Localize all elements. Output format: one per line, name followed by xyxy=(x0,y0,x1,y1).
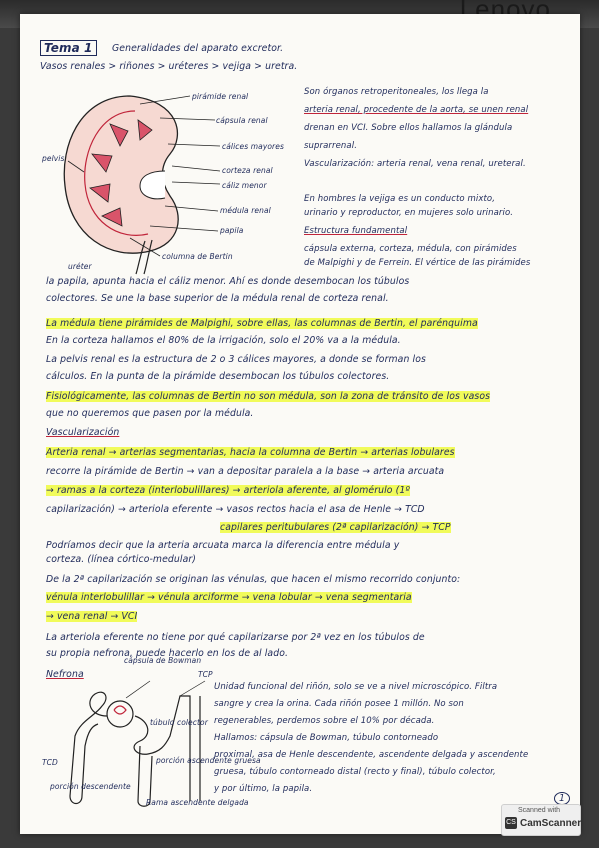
vasc-line-1: Arteria renal → arterias segmentarias, h… xyxy=(46,447,455,458)
vasc-line-2: recorre la pirámide de Bertin → van a de… xyxy=(46,466,445,477)
para2-line-2: En la corteza hallamos el 80% de la irri… xyxy=(46,335,401,346)
nefrona-line-7: y por último, la papila. xyxy=(214,784,313,794)
para4-line-2: su propia nefrona, puede hacerlo en los … xyxy=(46,648,289,659)
label-capsula: cápsula renal xyxy=(216,116,268,125)
nefrona-line-1: Unidad funcional del riñón, solo se ve a… xyxy=(214,682,498,692)
vasc-line-3: → ramas a la corteza (interlobulillares)… xyxy=(46,485,410,496)
nefrona-title: Nefrona xyxy=(46,669,84,680)
scanner-line-1: Scanned with xyxy=(518,807,561,814)
label-corteza: corteza renal xyxy=(222,166,273,175)
vasc-line-5: capilares peritubulares (2ª capilarizaci… xyxy=(220,522,451,533)
para2-line-1: La médula tiene pirámides de Malpighi, s… xyxy=(46,318,478,329)
vasc-line-7: corteza. (línea córtico-medular) xyxy=(46,554,197,565)
estructura-line-1: cápsula externa, corteza, médula, con pi… xyxy=(304,244,517,254)
notebook-page: Tema 1 Generalidades del aparato excreto… xyxy=(20,14,580,834)
hombres-line-1: En hombres la vejiga es un conducto mixt… xyxy=(304,194,496,204)
para1-line-1: la papila, apunta hacia el cáliz menor. … xyxy=(46,276,410,287)
kidney-diagram xyxy=(63,95,221,275)
para2-line-4: cálculos. En la punta de la pirámide des… xyxy=(46,371,390,382)
nefrona-line-2: sangre y crea la orina. Cada riñón posee… xyxy=(214,699,464,709)
vasc-line-4: capilarización) → arteriola eferente → v… xyxy=(46,504,425,515)
para4-line-1: La arteriola eferente no tiene por qué c… xyxy=(46,632,425,643)
nephron-label-capsula: cápsula de Bowman xyxy=(124,656,202,665)
para3-line-1: Fisiológicamente, las columnas de Bertin… xyxy=(46,391,491,402)
label-pelvis: pelvis xyxy=(42,154,65,163)
label-ureter: uréter xyxy=(68,262,92,271)
intro-line-1: Son órganos retroperitoneales, los llega… xyxy=(304,87,489,97)
label-papila: papila xyxy=(220,226,244,235)
nephron-label-tcp: TCP xyxy=(198,670,213,679)
intro-line-5: Vascularización: arteria renal, vena ren… xyxy=(304,159,526,169)
nephron-label-porcion-desc: porción descendente xyxy=(50,782,131,791)
label-columna: columna de Bertin xyxy=(162,252,233,261)
nefrona-line-6: gruesa, túbulo contorneado distal (recto… xyxy=(214,767,496,777)
label-piramide: pirámide renal xyxy=(192,92,249,101)
para3-line-2: que no queremos que pasen por la médula. xyxy=(46,408,254,419)
nephron-label-rama-asc: Rama ascendente delgada xyxy=(146,798,249,807)
intro-line-4: suprarrenal. xyxy=(304,141,357,151)
venas-line-2: vénula interlobulillar → vénula arciform… xyxy=(46,592,412,603)
camscanner-logo-icon: CS xyxy=(505,817,517,829)
page-subtitle: Generalidades del aparato excretor. xyxy=(112,43,284,54)
intro-line-2: arteria renal, procedente de la aorta, s… xyxy=(304,105,529,115)
nephron-label-porcion-asc: porción ascendente gruesa xyxy=(156,756,261,765)
vasc-line-6: Podríamos decir que la arteria arcuata m… xyxy=(46,540,400,551)
nephron-label-tubulo: túbulo colector xyxy=(150,718,208,727)
nefrona-line-4: Hallamos: cápsula de Bowman, túbulo cont… xyxy=(214,733,439,743)
intro-line-3: drenan en VCI. Sobre ellos hallamos la g… xyxy=(304,123,513,133)
nephron-label-tcd: TCD xyxy=(42,758,58,767)
camscanner-watermark: Scanned with CS CamScanner xyxy=(501,804,581,836)
organs-line: Vasos renales > riñones > uréteres > vej… xyxy=(40,61,298,72)
nephron-diagram xyxy=(69,680,206,807)
label-medula: médula renal xyxy=(220,206,271,215)
page-title: Tema 1 xyxy=(40,40,97,56)
nefrona-line-5: proximal, asa de Henle descendente, asce… xyxy=(214,750,529,760)
label-calices-mayores: cálices mayores xyxy=(222,142,284,151)
venas-line-3: → vena renal → VCI xyxy=(46,611,138,622)
estructura-line-2: de Malpighi y de Ferrein. El vértice de … xyxy=(304,258,531,268)
estructura-title: Estructura fundamental xyxy=(304,226,408,236)
para2-line-3: La pelvis renal es la estructura de 2 o … xyxy=(46,354,426,365)
label-caliz-menor: cáliz menor xyxy=(222,181,267,190)
hombres-line-2: urinario y reproductor, en mujeres solo … xyxy=(304,208,514,218)
scanner-line-2: CamScanner xyxy=(520,818,582,829)
para1-line-2: colectores. Se une la base superior de l… xyxy=(46,293,389,304)
vasc-title: Vascularización xyxy=(46,427,120,438)
nefrona-line-3: regenerables, perdemos sobre el 10% por … xyxy=(214,716,435,726)
venas-line-1: De la 2ª capilarización se originan las … xyxy=(46,574,461,585)
